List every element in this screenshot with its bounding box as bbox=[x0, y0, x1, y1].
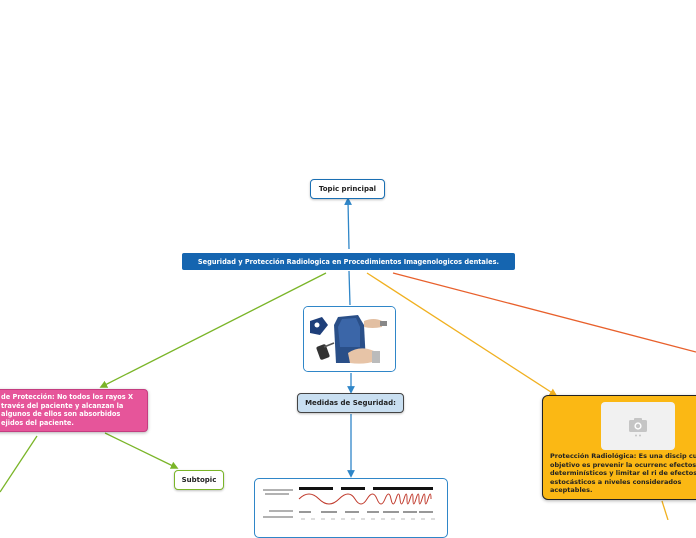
topic-principal-node[interactable]: Topic principal bbox=[310, 179, 385, 199]
subtopic-label: Subtopic bbox=[181, 476, 217, 484]
proteccion-node[interactable]: de Protección: No todos los rayos X trav… bbox=[0, 389, 148, 432]
radiation-protection-image-node[interactable] bbox=[303, 306, 396, 372]
link-pink-down bbox=[0, 435, 38, 493]
mindmap-canvas: Topic principal Seguridad y Protección R… bbox=[0, 179, 696, 538]
link-orange-down bbox=[661, 500, 669, 520]
central-topic-label: Seguridad y Protección Radiologica en Pr… bbox=[197, 257, 500, 266]
medidas-seguridad-node[interactable]: Medidas de Seguridad: bbox=[297, 393, 404, 413]
link-main-to-topic bbox=[344, 197, 352, 250]
radiation-apron-image bbox=[304, 307, 395, 371]
medidas-label: Medidas de Seguridad: bbox=[305, 399, 396, 407]
proteccion-radiologica-text: Protección Radiológica: Es una discip cu… bbox=[550, 452, 696, 495]
subtopic-node[interactable]: Subtopic bbox=[174, 470, 224, 490]
link-main-to-right bbox=[392, 272, 696, 353]
topic-principal-label: Topic principal bbox=[318, 185, 377, 193]
central-topic-node[interactable]: Seguridad y Protección Radiologica en Pr… bbox=[182, 253, 515, 270]
link-main-to-pink bbox=[99, 272, 327, 388]
em-spectrum-image bbox=[263, 487, 435, 520]
connector-layer bbox=[0, 197, 696, 520]
image-placeholder bbox=[601, 402, 675, 450]
spectrum-image-node[interactable] bbox=[254, 478, 448, 538]
link-main-to-orange bbox=[366, 272, 558, 397]
camera-icon bbox=[629, 418, 647, 437]
proteccion-radiologica-node[interactable]: Protección Radiológica: Es una discip cu… bbox=[542, 395, 696, 500]
link-main-to-image bbox=[348, 270, 351, 306]
link-pink-to-subtopic bbox=[104, 432, 179, 469]
proteccion-text: de Protección: No todos los rayos X trav… bbox=[1, 393, 134, 427]
